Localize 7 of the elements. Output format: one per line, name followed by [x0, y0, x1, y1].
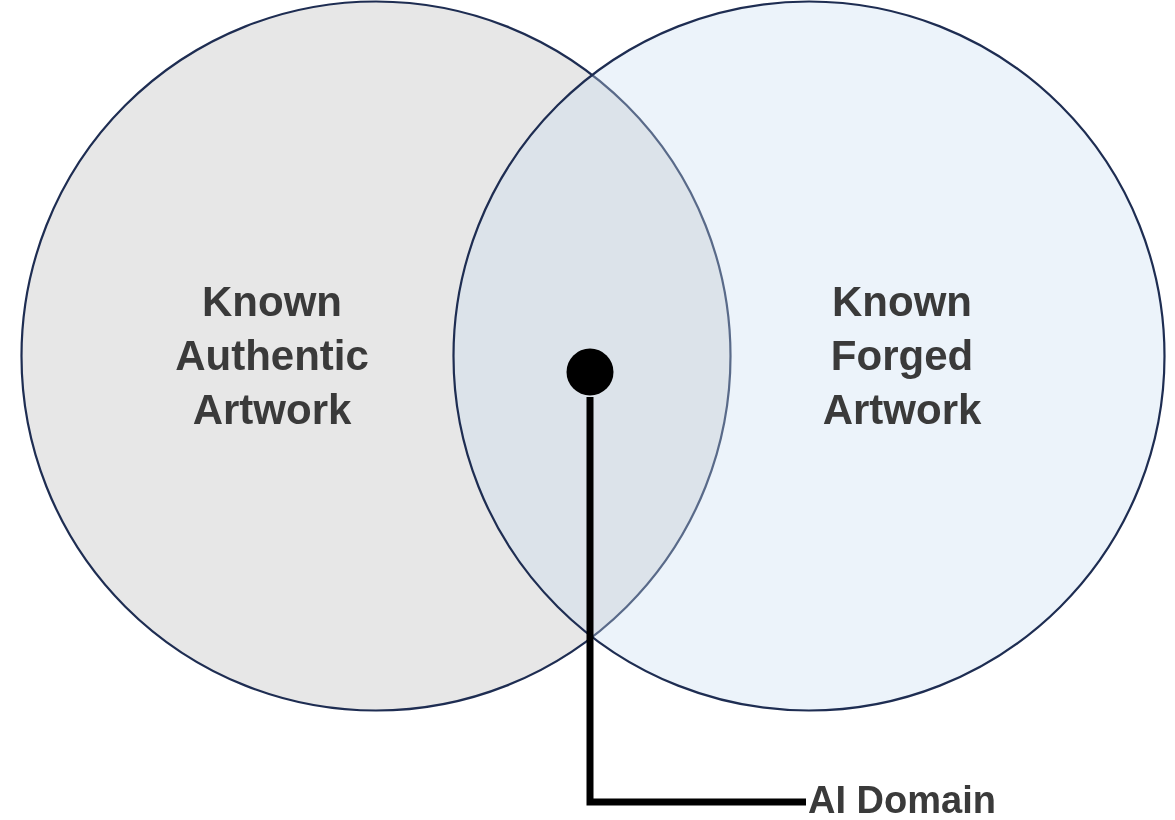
- circle-label: Known Forged Artwork: [821, 277, 983, 435]
- circle-label: Known Authentic Artwork: [174, 277, 370, 435]
- marker-dot: [565, 347, 615, 397]
- callout-label: AI Domain: [808, 778, 996, 820]
- leader-line: [586, 397, 806, 806]
- venn-circle: [452, 0, 1166, 712]
- venn-circle: [20, 0, 732, 712]
